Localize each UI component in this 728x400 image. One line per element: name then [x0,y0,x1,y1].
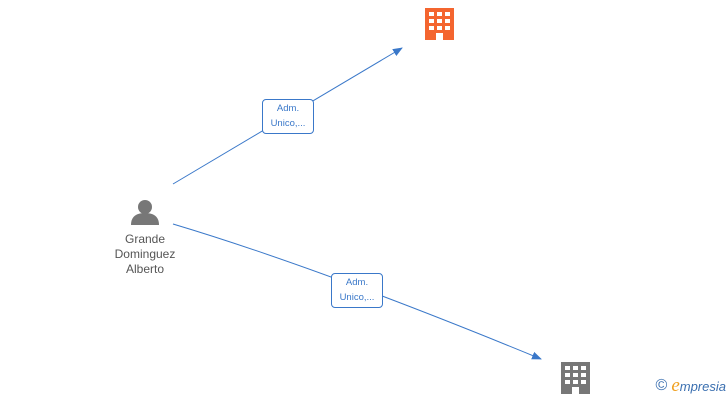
edge-label-bottom[interactable]: Adm. Unico,... [331,273,383,308]
building-icon[interactable] [425,8,454,40]
brand-initial: e [671,375,680,396]
edge-label-line: Adm. [345,277,369,288]
person-icon[interactable] [131,200,159,225]
person-name-label: Grande Dominguez Alberto [100,232,190,277]
person-name-line: Grande [124,232,166,246]
building-icon[interactable] [561,362,590,394]
copyright-icon: © [655,377,668,394]
person-name-line: Dominguez [114,247,176,261]
edge-label-line: Unico,... [270,118,306,129]
empresia-watermark[interactable]: © e mpresia [655,375,726,396]
edge-label-line: Unico,... [339,292,375,303]
edge-label-top[interactable]: Adm. Unico,... [262,99,314,134]
brand-name: mpresia [679,378,726,394]
edge-label-line: Adm. [276,103,300,114]
person-name-line: Alberto [125,262,165,276]
